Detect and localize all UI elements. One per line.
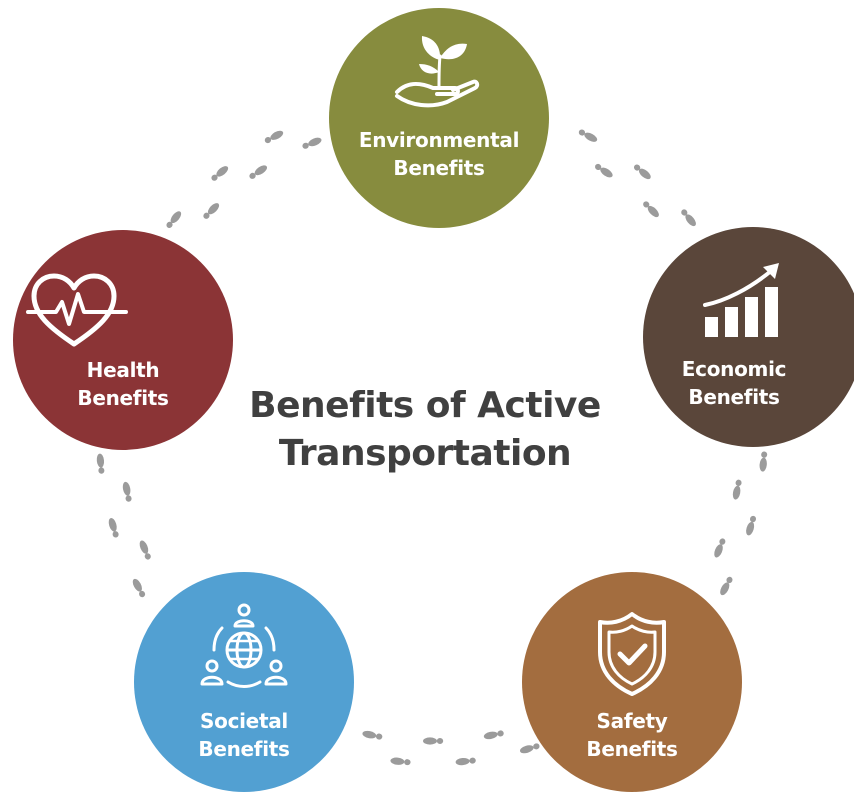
footprint-icon: [203, 203, 220, 219]
title-line1: Benefits of Active: [249, 385, 601, 426]
footprint-icon: [643, 201, 659, 218]
safety-benefits-node: Safety Benefits: [522, 572, 742, 792]
health-benefits-node: Health Benefits: [13, 230, 233, 450]
economic-label-line2: Benefits: [688, 385, 780, 409]
sprout-in-hand-icon: [395, 36, 480, 108]
footprint-icon: [759, 451, 768, 472]
societal-label-line1: Societal: [200, 709, 288, 733]
footprint-icon: [96, 453, 105, 474]
footprint-icon: [746, 515, 757, 536]
safety-label-line1: Safety: [596, 709, 668, 733]
footprint-icon: [249, 165, 268, 179]
economic-benefits-node: Economic Benefits: [643, 227, 854, 447]
footprint-icon: [595, 163, 613, 178]
heart-pulse-icon: [26, 273, 128, 347]
environmental-benefits-node: Environmental Benefits: [329, 8, 549, 228]
economic-label-line1: Economic: [681, 357, 787, 381]
footprint-icon: [720, 576, 733, 596]
footprint-icon: [132, 578, 146, 598]
footprint-icon: [264, 130, 284, 144]
growth-chart-icon: [703, 263, 779, 337]
environmental-label-line1: Environmental: [358, 128, 520, 152]
footprint-icon: [302, 137, 322, 149]
societal-benefits-node: Societal Benefits: [134, 572, 354, 792]
footprint-icon: [633, 164, 651, 180]
footprint-icon: [211, 166, 229, 181]
footprint-icon: [714, 538, 726, 558]
footprint-icon: [166, 211, 182, 229]
footprint-icon: [139, 540, 151, 560]
footprint-icon: [108, 518, 119, 538]
footprint-icon: [732, 479, 742, 500]
shield-check-icon: [598, 612, 666, 696]
diagram-title: Benefits of Active Transportation: [200, 382, 650, 478]
environmental-label-line2: Benefits: [393, 156, 485, 180]
title-line2: Transportation: [278, 433, 572, 474]
people-globe-icon: [200, 603, 288, 688]
footprint-icon: [362, 730, 383, 740]
footprint-icon: [455, 757, 476, 766]
societal-label-line2: Benefits: [198, 737, 290, 761]
health-label-line1: Health: [86, 358, 160, 382]
footprint-icon: [483, 730, 504, 740]
safety-label-line2: Benefits: [586, 737, 678, 761]
footprint-icon: [122, 481, 132, 502]
health-label-line2: Benefits: [77, 386, 169, 410]
footprint-icon: [520, 743, 540, 754]
footprint-icon: [681, 209, 696, 227]
footprint-icon: [578, 129, 598, 142]
footprint-icon: [423, 737, 444, 745]
footprint-icon: [390, 757, 411, 766]
